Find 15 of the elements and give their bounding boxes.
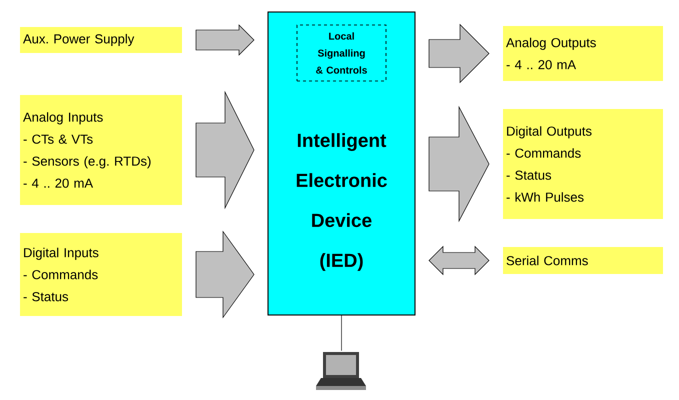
connector-line	[341, 315, 342, 352]
double-arrow	[428, 246, 490, 276]
label-box: Digital Inputs - Commands - Status	[20, 233, 182, 316]
label-box: Serial Comms	[503, 247, 663, 274]
label-box: Analog Inputs - CTs & VTs - Sensors (e.g. RTDs) - 4 .. 20 mA	[20, 95, 182, 205]
block-arrow	[428, 24, 490, 84]
block-arrow	[196, 230, 254, 318]
dashed-box: Local Signalling & Controls	[296, 24, 386, 82]
label-box: Digital Outputs - Commands - Status - kWh Pulses	[503, 109, 663, 219]
label-box: Aux. Power Supply	[20, 27, 182, 53]
block-arrow	[196, 24, 254, 56]
block-arrow	[428, 106, 490, 222]
block-arrow	[196, 90, 254, 210]
laptop-drawing	[316, 352, 366, 390]
label-box: Analog Outputs - 4 .. 20 mA	[503, 26, 663, 81]
